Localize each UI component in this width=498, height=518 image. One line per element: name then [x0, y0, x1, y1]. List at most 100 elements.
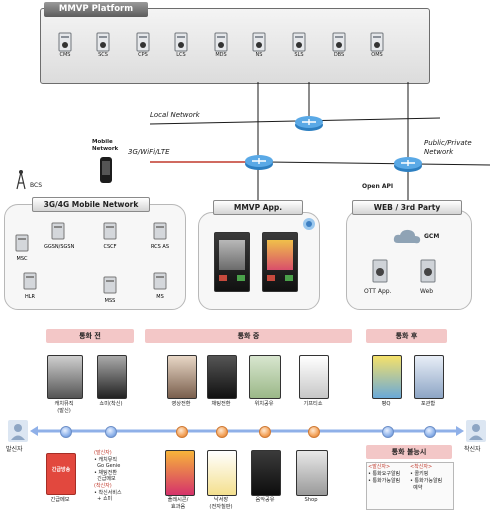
- platform-title: MMVP Platform: [44, 2, 148, 17]
- emergency-box-text: 긴급방송: [51, 467, 71, 473]
- server-sls: SLS: [286, 32, 312, 58]
- open-api-label: Open API: [362, 183, 394, 190]
- unavailable-box: [366, 462, 454, 510]
- server-ns: NS: [246, 32, 272, 58]
- unavailable-item: • 통화요구알림: [368, 471, 401, 477]
- local-network-label: Local Network: [150, 111, 200, 119]
- router-icon: [245, 155, 273, 170]
- mobile-network-title: 3G/4G Mobile Network: [32, 197, 150, 212]
- server-icon: [96, 32, 110, 52]
- caller-label: 발신자: [6, 446, 23, 453]
- timeline-dot: [382, 426, 394, 438]
- node-mss: MSS: [96, 276, 124, 304]
- server-icon: [103, 276, 117, 294]
- node-label: HLR: [24, 294, 36, 300]
- ott-server-icon: [372, 259, 388, 283]
- mobile-network-label-2: Network: [92, 146, 119, 152]
- node-hlr: HLR: [16, 272, 44, 300]
- server-icon: [23, 272, 37, 290]
- screen-rating: [372, 355, 402, 399]
- emergency-note: + 쇼미: [94, 496, 113, 503]
- screen-flashcon: [165, 450, 195, 496]
- node-ms: MS: [146, 272, 174, 300]
- timeline-dot: [424, 426, 436, 438]
- touch-icon: [303, 218, 315, 230]
- screen-video: [167, 355, 197, 399]
- mmvp-app-title: MMVP App.: [213, 200, 303, 215]
- unavailable-item: 예약: [410, 485, 423, 491]
- phase-before: 통화 전: [46, 329, 134, 343]
- screen-gifticon: [299, 355, 329, 399]
- phase-during: 통화 중: [145, 329, 352, 343]
- emergency-note: Go Genie: [94, 463, 121, 470]
- label-chat: 채팅전환: [211, 401, 231, 407]
- bcs-label: BCS: [30, 182, 43, 189]
- callee-label: 착신자: [464, 446, 481, 453]
- emergency-notes: (발신자)• 캐치뮤직 Go Genie• 채팅전환 긴급메모(착신자)• 착신…: [94, 450, 122, 503]
- label-emergency-memo: 긴급메모: [50, 497, 70, 503]
- caller-avatar-icon: [8, 420, 28, 442]
- mobile-network-label-1: Mobile: [92, 139, 113, 145]
- screen-show-me: [97, 355, 127, 399]
- node-label: RCS AS: [150, 244, 170, 250]
- node-label: GGSN/SGSN: [44, 244, 75, 250]
- label-catch-music: 캐치뮤직 (발신): [54, 401, 74, 414]
- node-cscf: CSCF: [96, 222, 124, 250]
- server-label: OMS: [371, 52, 383, 58]
- node-msc: MSC: [8, 234, 36, 262]
- mobile-phone-icon: [100, 157, 112, 183]
- wifi-label: 3G/WiFi/LTE: [128, 148, 170, 156]
- screen-doodle: [207, 450, 237, 496]
- app-phone-right: [262, 232, 298, 292]
- phase-after: 통화 후: [366, 329, 447, 343]
- server-icon: [136, 32, 150, 52]
- ott-label: OTT App.: [364, 288, 392, 295]
- server-icon: [252, 32, 266, 52]
- emergency-note: • 채팅전환: [94, 469, 117, 476]
- server-icon: [214, 32, 228, 52]
- server-dbs: DBS: [326, 32, 352, 58]
- node-rcs-as: RCS AS: [146, 222, 174, 250]
- server-icon: [174, 32, 188, 52]
- cloud-icon: [393, 229, 421, 244]
- screen-location: [249, 355, 281, 399]
- server-label: CMS: [59, 52, 71, 58]
- mobile-network-cloud: [4, 204, 186, 310]
- label-storage: 포관함: [420, 401, 436, 407]
- unavailable-item: • 콜키핑: [410, 471, 429, 477]
- web-cloud: [346, 210, 472, 310]
- timeline-dot: [176, 426, 188, 438]
- label-flashcon: 플레시콘/ 효과음: [167, 497, 189, 510]
- server-icon: [51, 222, 65, 240]
- timeline-arrow: [30, 426, 464, 436]
- label-video: 영상전환: [171, 401, 191, 407]
- screen-storage: [414, 355, 444, 399]
- gcm-label: GCM: [424, 233, 440, 240]
- server-label: SLS: [294, 52, 304, 58]
- server-icon: [370, 32, 384, 52]
- antenna-icon: [16, 170, 26, 190]
- server-label: NS: [255, 52, 263, 58]
- local-network-line: [149, 117, 441, 125]
- server-icon: [332, 32, 346, 52]
- screen-chat: [207, 355, 237, 399]
- server-icon: [292, 32, 306, 52]
- public-network-line: [267, 161, 491, 166]
- unavailable-item: • 통화가능알림: [368, 478, 401, 484]
- public-network-label-1: Public/Private: [424, 139, 472, 147]
- label-gifticon: 기프티쇼: [303, 401, 323, 407]
- server-label: CPS: [138, 52, 148, 58]
- server-label: SCS: [98, 52, 108, 58]
- label-rating: 평Q: [381, 401, 391, 407]
- server-cps: CPS: [130, 32, 156, 58]
- timeline-dot: [216, 426, 228, 438]
- emergency-note: • 캐치뮤직: [94, 456, 117, 463]
- timeline-dot: [308, 426, 320, 438]
- web-server-icon: [420, 259, 436, 283]
- timeline-dot: [259, 426, 271, 438]
- server-icon: [153, 222, 167, 240]
- server-cms: CMS: [52, 32, 78, 58]
- server-label: DBS: [333, 52, 345, 58]
- server-label: LCS: [176, 52, 186, 58]
- unavailable-item: • 통화가능알림: [410, 478, 443, 484]
